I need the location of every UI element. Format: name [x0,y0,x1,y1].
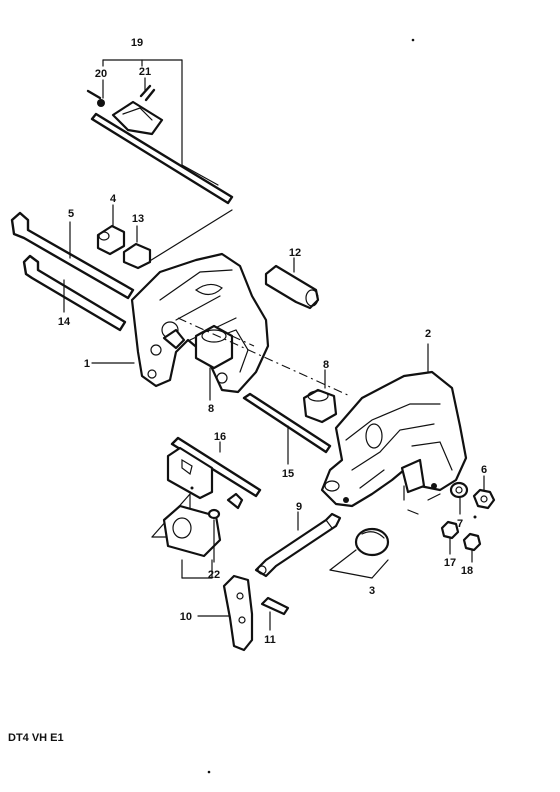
part-13-spacer [122,225,152,270]
part-18-nut [462,532,482,563]
callout-8-right: 8 [323,359,329,371]
callout-9: 9 [296,501,302,513]
part-4-bushing [96,204,126,256]
callout-3: 3 [369,585,375,597]
callout-7: 7 [457,518,463,530]
part-17-nut [440,520,460,555]
part-15-rod [242,392,332,465]
part-8-bushing [302,369,338,424]
callout-15: 15 [282,468,294,480]
callout-22: 22 [208,569,220,581]
callout-1: 1 [84,358,90,370]
part-12-pin [264,257,320,310]
callout-8-left: 8 [208,403,214,415]
callout-10: 10 [180,611,192,623]
callout-20: 20 [95,68,107,80]
part-20-pin [86,89,105,107]
callout-18: 18 [461,565,473,577]
part-7-washer [449,481,469,515]
part-1-clamp-bracket [91,252,270,394]
callout-11: 11 [264,634,276,646]
part-3-cap [329,527,390,579]
part-14-bolt [22,254,127,332]
diagram-code: DT4 VH E1 [8,732,64,744]
callout-12: 12 [289,247,301,259]
callout-16: 16 [214,431,226,443]
part-9-adjusting-rod [254,511,342,578]
callout-14: 14 [58,316,71,328]
callout-19: 19 [131,37,143,49]
callout-5: 5 [68,208,74,220]
part-2-swivel-bracket [320,343,468,515]
part-22-screw [207,492,244,563]
callout-21: 21 [139,66,151,78]
part-6-nut [472,475,496,510]
callout-13: 13 [132,213,144,225]
part-16-plate [151,436,262,579]
callout-6: 6 [481,464,487,476]
part-5-bolt [10,211,135,300]
part-11-pin [260,596,290,631]
part-21-clip [111,84,164,136]
callout-4: 4 [110,193,117,205]
callout-17: 17 [444,557,456,569]
part-10-lever [197,574,254,652]
callout-2: 2 [425,328,431,340]
part-19-rod-assembly [86,59,234,268]
